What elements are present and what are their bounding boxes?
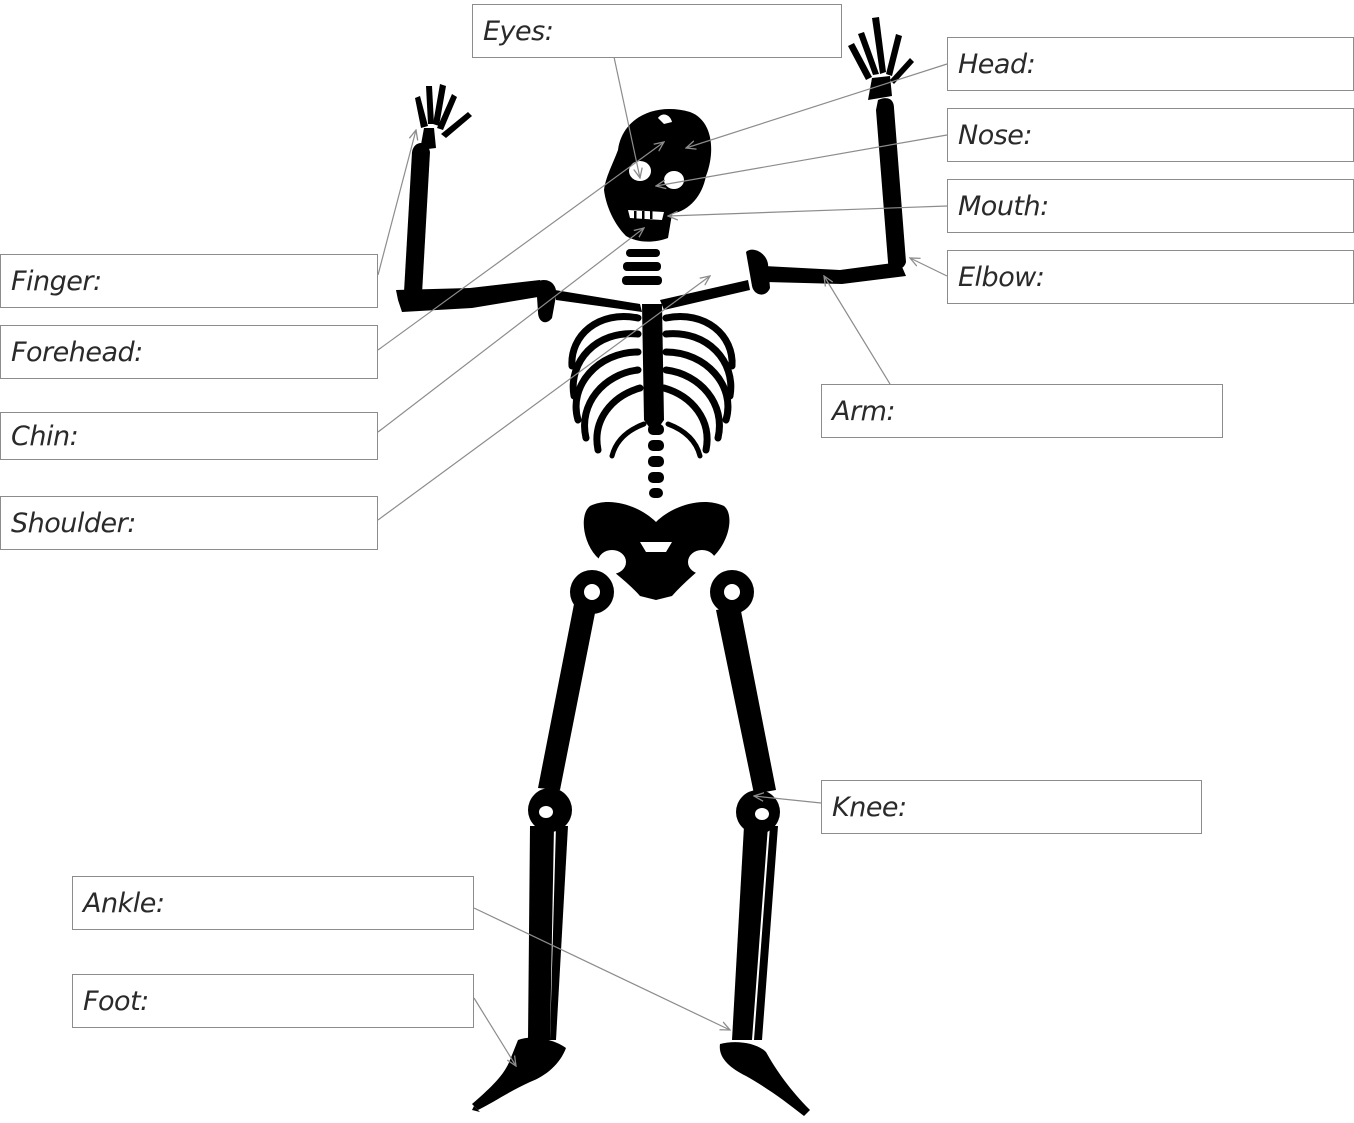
leader-elbow: [910, 258, 947, 276]
mouth-label-box[interactable]: Mouth:: [947, 179, 1354, 233]
eyes-label: Eyes:: [483, 16, 553, 47]
shins: [528, 826, 778, 1040]
nose-label: Nose:: [958, 120, 1032, 151]
nose-label-box[interactable]: Nose:: [947, 108, 1354, 162]
feet: [472, 1038, 810, 1116]
leader-ankle: [474, 908, 730, 1030]
elbow-label: Elbow:: [958, 262, 1044, 293]
spine: [642, 304, 664, 498]
shoulder-label: Shoulder:: [11, 508, 136, 539]
eyes-label-box[interactable]: Eyes:: [472, 4, 842, 58]
shoulder-label-box[interactable]: Shoulder:: [0, 496, 378, 550]
chin-label: Chin:: [11, 421, 78, 452]
ankle-label: Ankle:: [83, 888, 164, 919]
elbow-label-box[interactable]: Elbow:: [947, 250, 1354, 304]
finger-label: Finger:: [11, 266, 102, 297]
knee-label: Knee:: [832, 792, 907, 823]
thighs: [538, 604, 776, 794]
arm-label-box[interactable]: Arm:: [821, 384, 1223, 438]
skeleton-figure: [396, 17, 914, 1116]
foot-label: Foot:: [83, 986, 149, 1017]
head-label: Head:: [958, 49, 1035, 80]
mouth-label: Mouth:: [958, 191, 1049, 222]
foot-label-box[interactable]: Foot:: [72, 974, 474, 1028]
leader-arm: [824, 276, 890, 384]
leader-head: [686, 64, 947, 148]
arm-label: Arm:: [832, 396, 895, 427]
knee-label-box[interactable]: Knee:: [821, 780, 1202, 834]
finger-label-box[interactable]: Finger:: [0, 254, 378, 308]
forehead-label: Forehead:: [11, 337, 143, 368]
skull: [604, 109, 711, 242]
forehead-label-box[interactable]: Forehead:: [0, 325, 378, 379]
leader-foot: [474, 998, 516, 1066]
chin-label-box[interactable]: Chin:: [0, 412, 378, 460]
leader-mouth: [668, 206, 947, 216]
ankle-label-box[interactable]: Ankle:: [72, 876, 474, 930]
neck: [622, 249, 662, 285]
left-arm: [396, 84, 544, 312]
head-label-box[interactable]: Head:: [947, 37, 1354, 91]
